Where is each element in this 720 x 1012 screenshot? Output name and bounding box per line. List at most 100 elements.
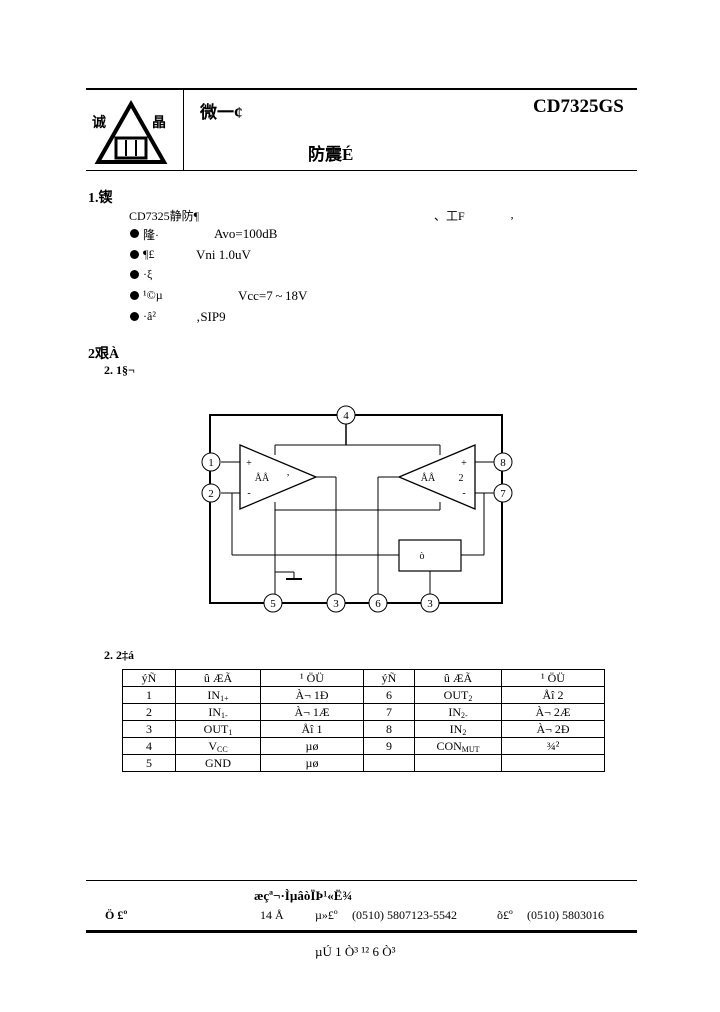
header-bottom-rule — [86, 170, 637, 171]
header-cell: ¹ ÖÜ — [501, 669, 605, 687]
header-cell: ¹ ÖÜ — [260, 669, 364, 687]
pin-label: 1 — [208, 457, 214, 469]
part-number: CD7325GS — [533, 96, 624, 117]
diagram-outer-frame — [209, 414, 503, 604]
section2-sub1: 2. 1§¬ — [104, 363, 135, 377]
pin-label: 6 — [375, 598, 381, 610]
footer-address-label: Ö £º — [105, 908, 128, 922]
footer-bottom-rule — [86, 930, 637, 933]
pin-number: 6 — [363, 686, 415, 704]
table-row: 1 IN1+ À¬ 1Đ 6 OUT2 Åî 2 — [122, 686, 605, 704]
table-row: 2 IN1- À¬ 1Æ 7 IN2- À¬ 2Æ — [122, 703, 605, 721]
company-logo: 诚 晶 — [88, 98, 174, 166]
section1-intro-c: ‚ — [510, 207, 514, 221]
pin-name: OUT1 — [175, 720, 261, 738]
pin-circle-6 — [368, 593, 388, 613]
table-row: 4 VCC µø 9 CONMUT ¾² — [122, 737, 605, 755]
pin-function — [501, 754, 605, 772]
pin-number: 8 — [363, 720, 415, 738]
pin-circle-8 — [493, 452, 513, 472]
feature-label: ¶£ — [143, 247, 155, 261]
footer-company: æçª¬·ÌµâòÏÞ¹«Ë¾ — [254, 888, 353, 903]
pin-label: 3 — [333, 598, 339, 610]
amp2-label: ÅÅ — [421, 472, 436, 484]
feature-bullet — [130, 270, 139, 279]
pin-circle-1 — [201, 452, 221, 472]
logo-char-left: 诚 — [92, 116, 106, 131]
pin-label: 2 — [208, 488, 214, 500]
feature-value: Avo=100dB — [214, 226, 278, 241]
pin-number — [363, 754, 415, 772]
amplifier-1 — [239, 444, 318, 510]
amp2-minus: - — [462, 488, 465, 499]
amp1-label: ÅÅ — [255, 472, 270, 484]
pin-function: À¬ 1Đ — [260, 686, 364, 704]
pin-name: IN1- — [175, 703, 261, 721]
block-diagram: 4 1 2 8 7 5 3 6 3 + - ÅÅ ’ + - ÅÅ 2 ò — [201, 405, 513, 613]
pin-table: ýÑ û ÆÃ ¹ ÖÜ ýÑ û ÆÃ ¹ ÖÜ 1 IN1+ À¬ 1Đ 6… — [122, 669, 605, 772]
feature-bullet — [130, 250, 139, 259]
pin-circle-3b — [420, 593, 440, 613]
header-line1-left: 微一¢ — [200, 103, 243, 122]
footer-address: 14 Å — [260, 908, 284, 922]
footer-fax: (0510) 5803016 — [527, 908, 604, 922]
pin-function: À¬ 1Æ — [260, 703, 364, 721]
pin-name: IN1+ — [175, 686, 261, 704]
pin-function: À¬ 2Æ — [501, 703, 605, 721]
pin-circle-7 — [493, 483, 513, 503]
feature-bullet — [130, 229, 139, 238]
logo-char-right: 晶 — [152, 116, 166, 131]
pin-number: 1 — [122, 686, 176, 704]
pin-function: À¬ 2Đ — [501, 720, 605, 738]
pin-label: 8 — [500, 457, 506, 469]
table-row: 3 OUT1 Åî 1 8 IN2 À¬ 2Đ — [122, 720, 605, 738]
pin-name: IN2 — [414, 720, 502, 738]
pin-label: 7 — [500, 488, 506, 500]
pin-number: 4 — [122, 737, 176, 755]
pin-function: µø — [260, 754, 364, 772]
pin-number: 2 — [122, 703, 176, 721]
amp2-num: 2 — [459, 473, 464, 484]
header-divider — [183, 89, 184, 170]
pin-circle-5 — [263, 593, 283, 613]
amp2-plus: + — [461, 458, 467, 469]
pin-name: GND — [175, 754, 261, 772]
header-top-rule — [86, 88, 637, 90]
mute-control-box — [398, 539, 462, 572]
header-cell: ýÑ — [363, 669, 415, 687]
pin-label: 3 — [427, 598, 433, 610]
feature-label: ¹©µ — [143, 288, 163, 302]
pin-function: µø — [260, 737, 364, 755]
header-cell: û ÆÃ — [414, 669, 502, 687]
pin-circle-3a — [326, 593, 346, 613]
feature-bullet — [130, 291, 139, 300]
feature-value: Vcc=7 ~ 18V — [238, 288, 308, 303]
header-cell: ýÑ — [122, 669, 176, 687]
section2-sub2: 2. 2‡á — [104, 648, 134, 662]
pin-function: ¾² — [501, 737, 605, 755]
footer-phone: (0510) 5807123-5542 — [352, 908, 457, 922]
pin-name: CONMUT — [414, 737, 502, 755]
amp1-mark: ’ — [286, 473, 289, 484]
pin-name: OUT2 — [414, 686, 502, 704]
pin-function: Åî 1 — [260, 720, 364, 738]
section1-intro-b: 、工F — [434, 209, 465, 223]
pin-circle-2 — [201, 483, 221, 503]
section2-heading: 2艰À — [88, 347, 120, 362]
section1-intro-a: CD7325静防¶ — [129, 209, 200, 223]
pin-number: 5 — [122, 754, 176, 772]
footer-top-rule — [86, 880, 637, 881]
pin-label: 5 — [270, 598, 276, 610]
feature-value: ‚SIP9 — [196, 309, 226, 324]
feature-label: ·â² — [143, 309, 156, 323]
page-number: µÚ 1 Ò³ ¹² 6 Ò³ — [315, 944, 396, 959]
pin-circle-4 — [336, 405, 356, 425]
pin-name: VCC — [175, 737, 261, 755]
mute-box-label: ò — [420, 551, 425, 562]
pin-function: Åî 2 — [501, 686, 605, 704]
feature-label: 隆· — [143, 228, 159, 242]
footer-fax-label: õ£º — [497, 908, 513, 922]
pin-number: 9 — [363, 737, 415, 755]
document-subtitle: 防震É — [308, 145, 354, 164]
pin-name: IN2- — [414, 703, 502, 721]
